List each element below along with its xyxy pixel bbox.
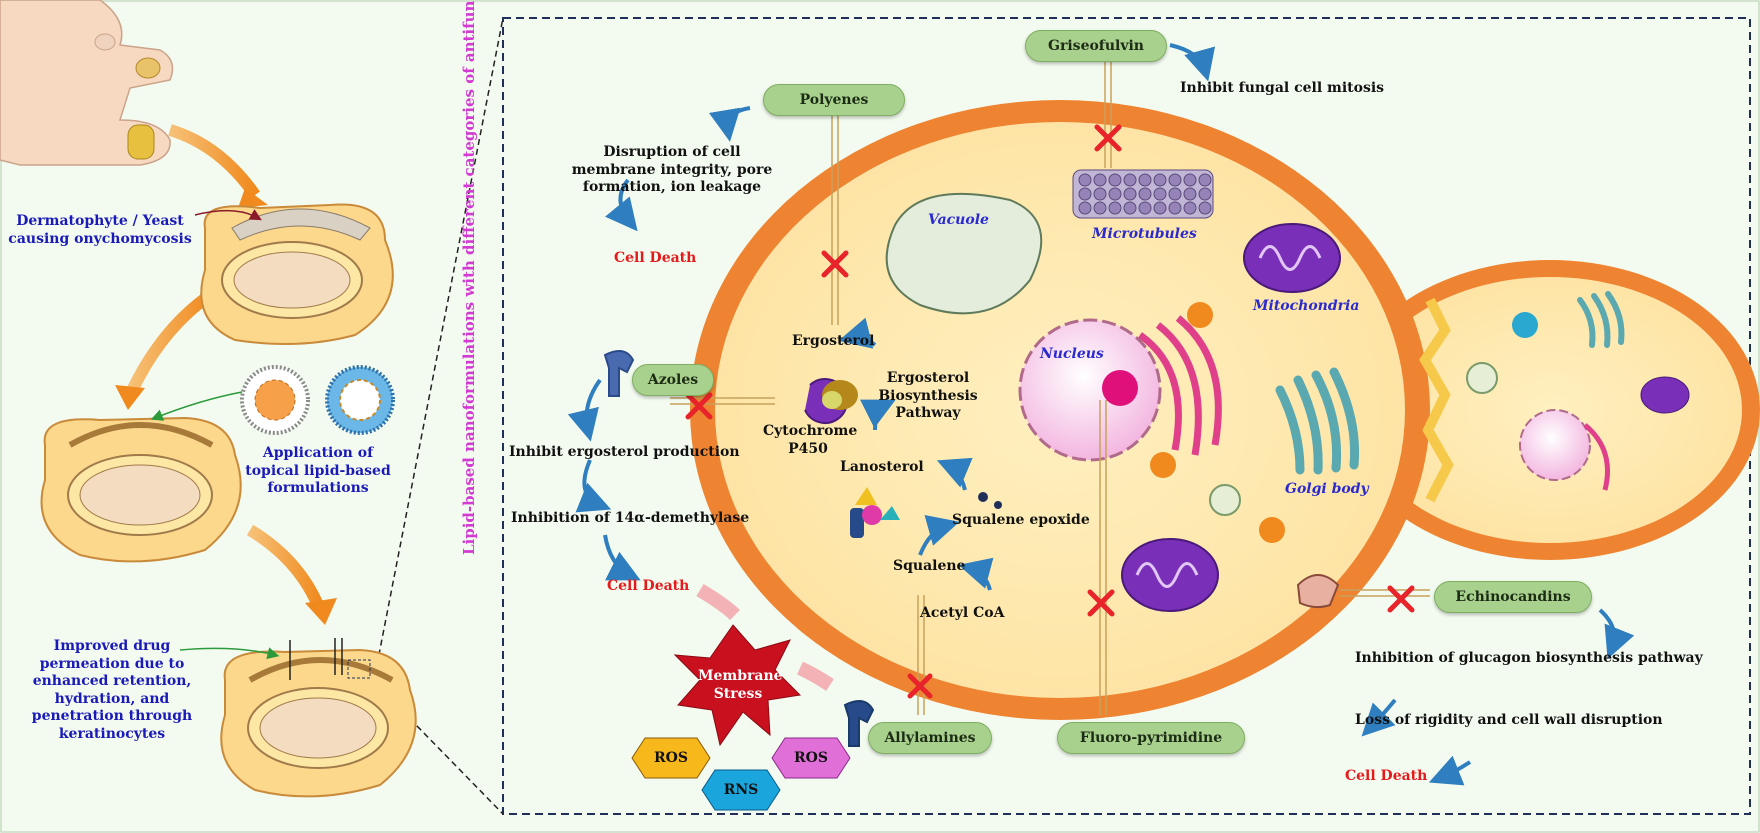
vesicle-1 [1187, 302, 1213, 328]
inhibition-marks [685, 124, 1415, 699]
toe-illustration [0, 0, 174, 166]
golgi-body-2 [1577, 291, 1625, 348]
zoom-line-top [374, 17, 504, 676]
vesicle-3 [1259, 517, 1285, 543]
nucleolus [1102, 370, 1138, 406]
vesicle-4 [1512, 312, 1538, 338]
stress-arrow-2 [797, 661, 834, 691]
lipid-nanoparticle-2 [325, 365, 395, 435]
echinocandin-target-icon [1296, 574, 1340, 609]
vesicle-2 [1150, 452, 1176, 478]
fluoro-line [1099, 400, 1107, 715]
squalene-epoxide-label: Squalene epoxide [952, 512, 1090, 528]
cell-death-1: Cell Death [614, 250, 697, 266]
bud-neck [1419, 297, 1454, 503]
allylamine-line [917, 595, 925, 715]
side-title: Lipid-based nanoformulations with differ… [460, 0, 478, 555]
vacuole-label: Vacuole [928, 212, 989, 228]
squalene-label: Squalene [893, 558, 966, 574]
microtubules-label: Microtubules [1092, 226, 1197, 242]
peroxisome-1 [1209, 484, 1241, 516]
membrane-stress-label: Membrane Stress [698, 668, 783, 702]
cytochrome-label: Cytochrome P450 [763, 423, 858, 457]
rigidity-label: Loss of rigidity and cell wall disruptio… [1355, 712, 1663, 728]
rns-label: RNS [723, 782, 759, 798]
cell-death-2: Cell Death [607, 578, 690, 594]
flow-arrow-3 [246, 524, 326, 613]
flow-arrow-2 [124, 290, 214, 398]
nucleus-label: Nucleus [1040, 346, 1104, 362]
mitochondria-label: Mitochondria [1253, 298, 1360, 314]
flow-arrows [567, 43, 1635, 786]
echinocandins-pill: Echinocandins [1434, 581, 1592, 613]
squalene-enzyme-icon [850, 487, 900, 538]
mitochondrion-3 [1640, 376, 1690, 414]
squalene-epoxide-dot [978, 492, 988, 502]
lipid-nanoparticle-1 [240, 365, 310, 435]
griseofulvin-line [1104, 60, 1112, 168]
nucleus [1018, 318, 1162, 462]
cell-death-3: Cell Death [1345, 768, 1428, 784]
pathogen-label: Dermatophyte / Yeast causing onychomycos… [8, 213, 192, 247]
griseofulvin-pill: Griseofulvin [1025, 30, 1167, 62]
azole-drug-icon [603, 350, 635, 397]
allylamine-drug-icon [843, 700, 875, 747]
golgi-label: Golgi body [1285, 481, 1369, 497]
echinocandin-line [1340, 589, 1430, 597]
membrane-effect-label: Disruption of cell membrane integrity, p… [571, 144, 773, 195]
mitosis-label: Inhibit fungal cell mitosis [1180, 80, 1385, 96]
microtubules [1072, 169, 1214, 219]
mitochondrion-1 [1243, 223, 1341, 293]
improved-label: Improved drug permeation due to enhanced… [31, 638, 193, 742]
ergosterol-label: Ergosterol [792, 333, 875, 349]
ros-label-1: ROS [654, 750, 688, 766]
lanosterol-label: Lanosterol [840, 459, 924, 475]
azoles-pill: Azoles [632, 364, 714, 396]
stress-arrow-1 [696, 583, 740, 621]
golgi-body [1275, 367, 1360, 475]
glucagon-label: Inhibition of glucagon biosynthesis path… [1355, 650, 1703, 666]
demethylase-label: Inhibition of 14α-demethylase [511, 510, 750, 526]
ros-hex-2 [771, 737, 851, 779]
endoplasmic-reticulum [1137, 315, 1222, 456]
application-label: Application of topical lipid-based formu… [245, 445, 391, 496]
rns-hex [701, 769, 781, 811]
daughter-er [1583, 423, 1610, 491]
acetyl-coa-label: Acetyl CoA [920, 605, 1005, 621]
mitochondrion-2 [1121, 538, 1219, 612]
allylamines-pill: Allylamines [868, 722, 992, 754]
membrane-stress-star [673, 624, 802, 747]
ergosterol-pathway-label: Ergosterol Biosynthesis Pathway [878, 370, 978, 421]
ros-label-2: ROS [794, 750, 828, 766]
ergosterol-production-label: Inhibit ergosterol production [509, 444, 740, 460]
flow-arrow-1 [168, 124, 260, 199]
ros-hex-1 [631, 737, 711, 779]
cytochrome-p450-icon [804, 378, 858, 424]
nail-section-3 [220, 638, 417, 798]
daughter-nucleus [1519, 409, 1591, 481]
nail-section-2 [40, 416, 242, 563]
fluoro-pyrimidine-pill: Fluoro-pyrimidine [1057, 722, 1245, 754]
nail-section-1 [200, 203, 394, 345]
vacuole [885, 192, 1043, 315]
polyene-line [831, 115, 839, 325]
peroxisome-2 [1466, 362, 1498, 394]
polyenes-pill: Polyenes [763, 84, 905, 116]
